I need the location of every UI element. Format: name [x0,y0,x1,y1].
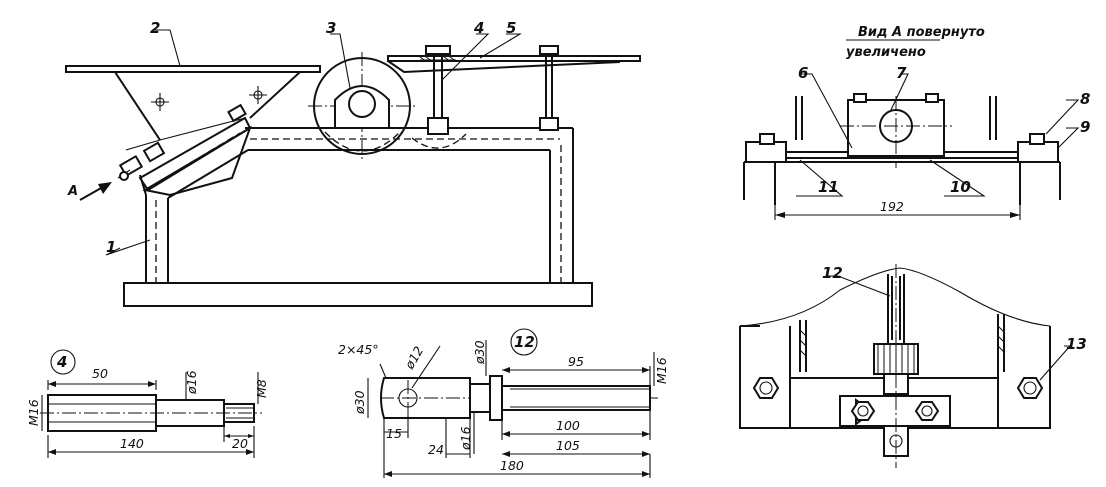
dim-20: 20 [232,436,248,451]
center-marks [151,86,267,111]
callout-7: 7 [896,64,907,82]
dim-180: 180 [500,458,524,473]
bottom-right-view: 12 13 [739,264,1087,468]
callout-6: 6 [798,64,808,82]
adjusting-screw-4 [411,45,467,149]
feed-table-5 [387,55,641,62]
callout-11: 11 [818,178,839,196]
dim-50: 50 [92,366,108,381]
hex-nuts [752,377,1044,421]
callout-9: 9 [1080,118,1090,136]
dim-24: 24 [428,442,444,457]
dim-100: 100 [556,418,580,433]
knife-disc-3 [308,52,416,160]
dim-phi30-collar: ø30 [472,340,487,365]
dim-phi30-left: ø30 [352,390,367,415]
dim-192: 192 [880,199,904,214]
callout-13: 13 [1066,335,1087,353]
callout-8: 8 [1080,90,1090,108]
detail-marker-4: 4 [56,353,67,371]
arrow-label: А [67,184,78,199]
part-12-detail: 12 2×45° ø12 ø30 ø30 ø16 M16 95 15 100 [338,328,669,478]
dim-m8: M8 [254,379,269,398]
dim-140: 140 [120,436,144,451]
dim-phi12: ø12 [401,344,426,373]
base-plate [123,282,593,307]
support-screw [539,45,559,131]
frame-right-leg [549,128,574,283]
view-title-line2: увеличено [846,45,926,60]
dim-m16-part4: M16 [26,399,41,426]
main-view: А 1 2 3 4 5 [65,19,641,307]
callout-5: 5 [506,19,516,37]
callout-10: 10 [950,178,971,196]
dim-phi16-part12: ø16 [458,426,473,451]
view-title-line1: Вид А повернуто [858,25,985,40]
callout-4: 4 [473,19,484,37]
frame-top-beam [245,127,573,151]
dim-chamfer: 2×45° [338,342,379,357]
view-arrow-a [79,182,112,201]
callout-12: 12 [822,264,843,282]
dim-15: 15 [386,426,402,441]
callout-3: 3 [326,19,336,37]
dim-95: 95 [568,354,584,369]
view-a: Вид А повернуто увеличено 192 6 7 8 9 11 [743,25,1090,220]
dim-m16-part12: M16 [654,357,669,384]
detail-marker-12: 12 [514,333,535,351]
dim-105: 105 [556,438,580,453]
part-4-detail: 4 50 140 20 ø16 M16 M8 [26,349,269,458]
callout-2: 2 [150,19,160,37]
callout-1: 1 [106,238,116,256]
feed-table-2 [65,65,321,73]
frame-left-leg [145,195,169,283]
dim-phi16-part4: ø16 [184,370,199,395]
chute-bolts [117,103,247,181]
